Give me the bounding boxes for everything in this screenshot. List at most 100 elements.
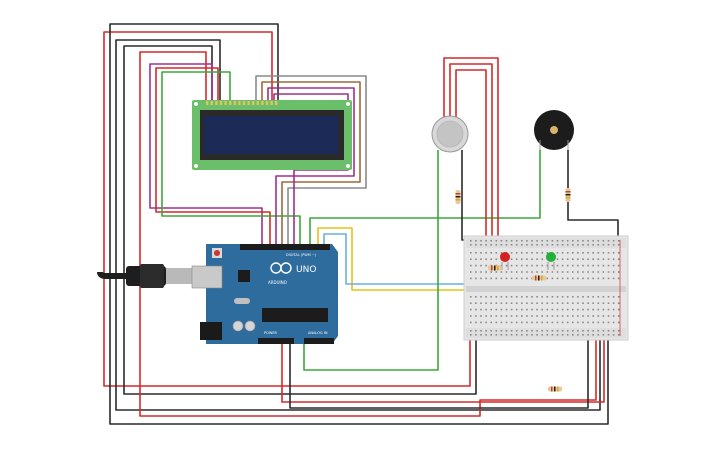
green-led-icon[interactable] bbox=[546, 252, 556, 270]
breadboard-hole bbox=[490, 258, 492, 260]
lcd-pin bbox=[242, 101, 246, 105]
lcd-mount-hole bbox=[346, 102, 350, 106]
breadboard-hole bbox=[597, 330, 600, 332]
wire-purple-lcd-2[interactable] bbox=[267, 87, 355, 246]
breadboard-hole bbox=[470, 302, 472, 304]
wire-black-buzzer[interactable] bbox=[567, 150, 619, 246]
wire-gray-lcd[interactable] bbox=[255, 75, 367, 246]
breadboard-hole bbox=[592, 277, 594, 280]
wire-green-buzzer[interactable] bbox=[309, 150, 541, 246]
wire-red-outer-2[interactable] bbox=[139, 51, 597, 417]
breadboard-hole bbox=[597, 334, 600, 336]
breadboard-hole bbox=[480, 240, 482, 242]
wire-black-outer-1[interactable] bbox=[109, 23, 609, 425]
breadboard-hole bbox=[607, 258, 610, 260]
breadboard-hole bbox=[592, 264, 594, 267]
breadboard-hole bbox=[566, 258, 569, 260]
breadboard-hole bbox=[556, 240, 559, 242]
wire-black-outer-2[interactable] bbox=[115, 39, 601, 411]
breadboard-hole bbox=[551, 240, 554, 242]
breadboard-hole bbox=[602, 277, 605, 280]
breadboard-hole bbox=[470, 296, 472, 298]
breadboard-hole bbox=[485, 330, 487, 332]
breadboard-hole bbox=[566, 252, 569, 254]
wire-black-outer-3[interactable] bbox=[123, 45, 477, 395]
wire-green-gas-analog[interactable] bbox=[303, 150, 439, 371]
breadboard-hole bbox=[566, 334, 569, 336]
wire-red-gas-1[interactable] bbox=[443, 57, 499, 246]
gas-sensor-icon[interactable] bbox=[431, 115, 469, 153]
breadboard-rail-top bbox=[466, 238, 626, 248]
breadboard-hole bbox=[521, 334, 523, 336]
breadboard-hole bbox=[475, 315, 477, 317]
lcd-16x2-icon[interactable] bbox=[192, 100, 352, 170]
breadboard-hole bbox=[485, 302, 487, 304]
breadboard-icon[interactable] bbox=[463, 235, 629, 341]
breadboard-hole bbox=[566, 264, 569, 267]
breadboard-hole bbox=[582, 252, 584, 254]
breadboard-hole bbox=[617, 315, 620, 317]
breadboard-hole bbox=[556, 334, 559, 336]
breadboard-hole bbox=[475, 308, 477, 311]
breadboard-hole bbox=[582, 244, 584, 246]
wire-red-gas-3[interactable] bbox=[455, 69, 487, 246]
red-led-icon[interactable] bbox=[500, 252, 510, 270]
breadboard-hole bbox=[515, 258, 518, 260]
breadboard-hole bbox=[541, 258, 543, 260]
wire-red-lcd-2[interactable] bbox=[155, 67, 271, 246]
breadboard-hole bbox=[612, 277, 615, 280]
breadboard-hole bbox=[577, 271, 579, 273]
breadboard-hole bbox=[475, 277, 477, 280]
piezo-buzzer-icon[interactable] bbox=[534, 110, 574, 150]
breadboard-hole bbox=[556, 302, 559, 304]
breadboard-hole bbox=[602, 330, 605, 332]
resistor-icon[interactable] bbox=[455, 190, 461, 204]
wire-red-5v[interactable] bbox=[281, 336, 605, 403]
breadboard-hole bbox=[587, 334, 589, 336]
breadboard-hole bbox=[582, 277, 584, 280]
breadboard-hole bbox=[602, 315, 605, 317]
resistor-icon[interactable] bbox=[548, 386, 562, 392]
breadboard-hole bbox=[490, 334, 492, 336]
breadboard-hole bbox=[577, 321, 579, 324]
breadboard-hole bbox=[546, 252, 549, 254]
resistor-icon[interactable] bbox=[532, 275, 546, 281]
breadboard-hole bbox=[556, 315, 559, 317]
breadboard-hole bbox=[531, 264, 533, 267]
breadboard-hole bbox=[531, 271, 533, 273]
breadboard-hole bbox=[582, 296, 584, 298]
resistor-icon[interactable] bbox=[565, 188, 571, 202]
breadboard-hole bbox=[572, 258, 574, 260]
breadboard-hole bbox=[480, 244, 482, 246]
breadboard-hole bbox=[572, 334, 574, 336]
breadboard-hole bbox=[475, 302, 477, 304]
wire-green-lcd[interactable] bbox=[161, 71, 301, 246]
breadboard-hole bbox=[480, 302, 482, 304]
breadboard-hole bbox=[607, 302, 610, 304]
breadboard-hole bbox=[485, 315, 487, 317]
wire-red-gas-2[interactable] bbox=[449, 63, 493, 246]
breadboard-hole bbox=[597, 271, 600, 273]
usb-cable-icon[interactable] bbox=[97, 264, 192, 288]
breadboard-hole bbox=[546, 271, 549, 273]
wire-black-gas[interactable] bbox=[461, 150, 477, 246]
resistor-icon[interactable] bbox=[488, 265, 502, 271]
wire-red-outer[interactable] bbox=[103, 31, 471, 387]
breadboard-hole bbox=[510, 258, 513, 260]
breadboard-hole bbox=[541, 302, 543, 304]
wire-brown-lcd[interactable] bbox=[261, 81, 361, 246]
breadboard-hole bbox=[572, 302, 574, 304]
wire-purple-lcd-1[interactable] bbox=[149, 63, 263, 246]
arduino-uno-icon[interactable]: UNO ARDUINO DIGITAL (PWM ~) POWER ANALOG… bbox=[191, 244, 338, 344]
breadboard-hole bbox=[546, 302, 549, 304]
breadboard-hole bbox=[541, 271, 543, 273]
breadboard-hole bbox=[500, 240, 503, 242]
wire-black-gnd[interactable] bbox=[289, 336, 589, 409]
breadboard-hole bbox=[577, 277, 579, 280]
breadboard-hole bbox=[582, 264, 584, 267]
breadboard-hole bbox=[505, 277, 508, 280]
breadboard-hole bbox=[546, 321, 549, 324]
arduino-logo bbox=[270, 262, 292, 274]
breadboard-hole bbox=[587, 330, 589, 332]
breadboard-hole bbox=[617, 244, 620, 246]
